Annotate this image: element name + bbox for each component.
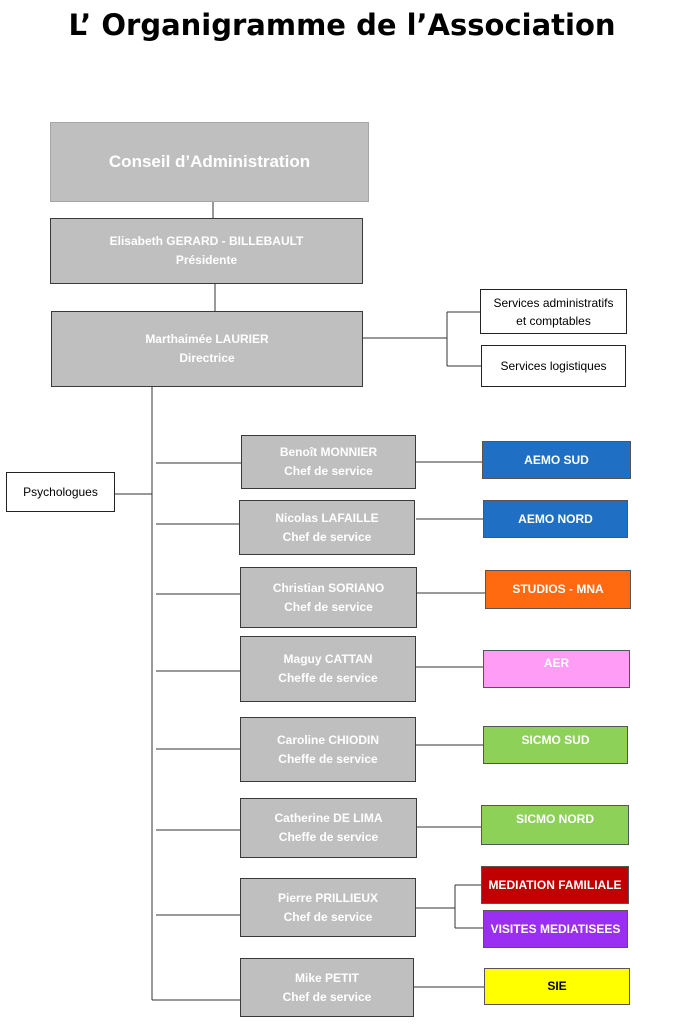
chief-name: Caroline CHIODIN [276,732,379,747]
chief-box-prillieux: Pierre PRILLIEUX Chef de service [240,878,416,937]
chief-name: Nicolas LAFAILLE [275,510,379,525]
psychologists-label: Psychologues [23,485,98,499]
chief-box-soriano: Christian SORIANO Chef de service [240,567,417,628]
admin-services-line1: Services administratifs [493,295,614,310]
unit-label: SICMO NORD [516,812,594,826]
chief-name: Catherine DE LIMA [274,811,383,826]
chief-role: Chef de service [282,989,372,1004]
chief-box-petit: Mike PETIT Chef de service [240,958,414,1017]
unit-label: SICMO SUD [521,733,590,747]
chief-role: Cheffe de service [278,751,378,766]
chief-box-de-lima: Catherine DE LIMA Cheffe de service [240,798,417,858]
chief-name: Christian SORIANO [272,580,385,595]
chief-name: Maguy CATTAN [283,652,373,667]
chief-role: Cheffe de service [278,830,379,844]
unit-aemo-sud: AEMO SUD [482,441,631,479]
admin-services-box: Services administratifs et comptables [480,289,627,334]
psychologists-box: Psychologues [6,472,115,512]
chief-name: Benoît MONNIER [279,445,378,460]
unit-label: AEMO SUD [524,452,589,467]
president-role: Présidente [175,253,238,267]
board-label: Conseil d’Administration [108,151,311,171]
chief-role: Cheffe de service [278,671,378,685]
unit-mediation-familiale: MEDIATION FAMILIALE [481,866,629,904]
chief-box-cattan: Maguy CATTAN Cheffe de service [240,636,416,702]
unit-label: SIE [547,979,567,994]
chief-name: Mike PETIT [294,970,359,985]
unit-label: STUDIOS - MNA [512,582,604,597]
chief-name: Pierre PRILLIEUX [277,890,379,905]
unit-studios-mna: STUDIOS - MNA [485,570,631,609]
president-box: Elisabeth GERARD - BILLEBAULT Présidente [50,218,363,284]
logistics-services-box: Services logistiques [481,345,626,387]
chief-box-chiodin: Caroline CHIODIN Cheffe de service [240,717,416,782]
unit-aemo-nord: AEMO NORD [483,500,628,538]
president-name: Elisabeth GERARD - BILLEBAULT [109,234,304,249]
unit-sicmo-sud: SICMO SUD [483,726,628,764]
unit-label: VISITES MEDIATISEES [490,921,621,936]
board-box: Conseil d’Administration [50,122,369,202]
chief-role: Chef de service [284,464,373,478]
unit-label: AEMO NORD [518,511,593,526]
unit-aer: AER [483,650,630,688]
unit-label: AER [543,656,570,670]
chief-box-monnier: Benoît MONNIER Chef de service [241,435,416,489]
page-title: L’ Organigramme de l’Association [68,8,616,42]
chief-role: Chef de service [283,909,373,924]
director-role: Directrice [179,351,235,365]
unit-sicmo-nord: SICMO NORD [481,805,629,845]
unit-sie: SIE [484,968,630,1005]
director-name: Marthaimée LAURIER [145,332,269,347]
chief-box-lafaille: Nicolas LAFAILLE Chef de service [239,500,415,555]
chief-role: Chef de service [282,529,372,544]
admin-services-line2: et comptables [516,313,591,328]
unit-label: MEDIATION FAMILIALE [488,877,622,892]
logistics-services-label: Services logistiques [500,359,607,373]
unit-visites-mediatisees: VISITES MEDIATISEES [483,910,628,948]
director-box: Marthaimée LAURIER Directrice [51,311,363,387]
chief-role: Chef de service [284,599,373,614]
